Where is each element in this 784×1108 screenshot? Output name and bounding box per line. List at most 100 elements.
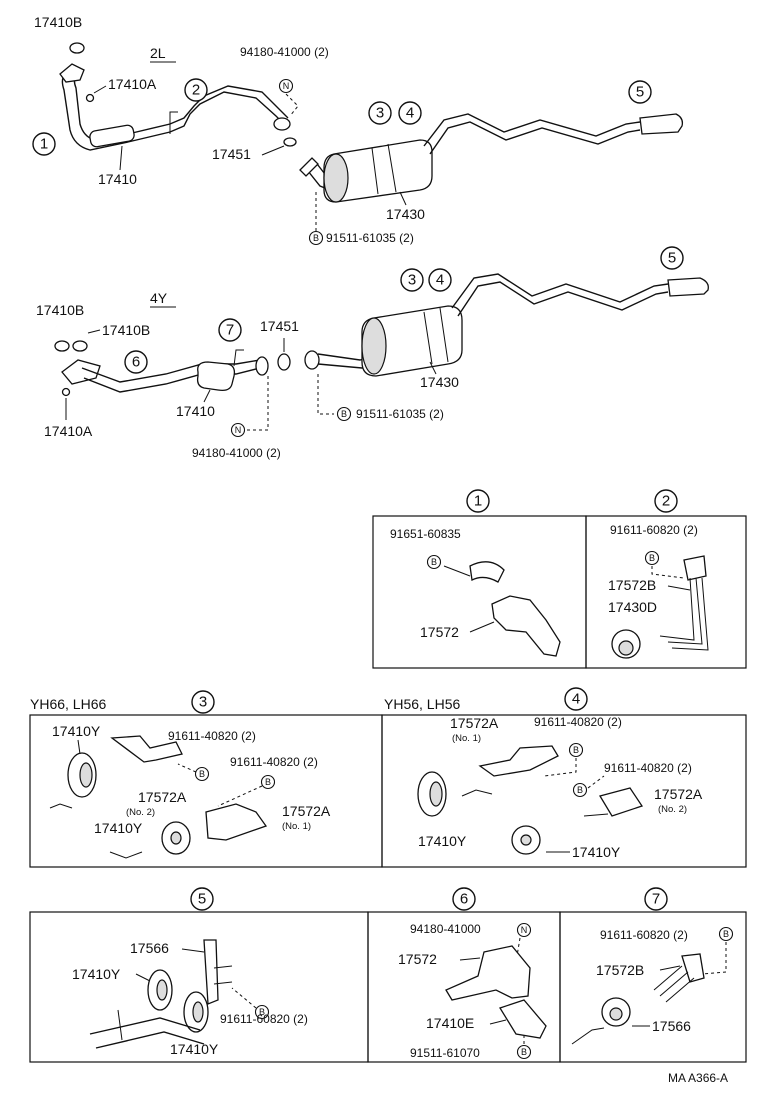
front-pipe-top [61, 73, 285, 151]
drawing-code: MA A366-A [668, 1071, 728, 1085]
nut-17410a-mid [61, 387, 71, 397]
callout-4-top[interactable]: 4 [398, 101, 422, 125]
svg-text:1: 1 [40, 136, 48, 153]
callout-5-top[interactable]: 5 [628, 80, 652, 104]
label-91611-d7: 91611-60820 (2) [600, 928, 688, 942]
bracket-d4-no2 [598, 787, 644, 817]
models-d4: YH56, LH56 [384, 696, 460, 712]
svg-text:6: 6 [132, 354, 140, 371]
bracket-d7 [681, 953, 705, 983]
label-17410y-d3-a: 17410Y [52, 723, 101, 739]
tail-tip-top [639, 113, 684, 135]
label-17430d-d2: 17430D [608, 599, 657, 615]
detail-3: 17410Y 91611-40820 (2) B 17572A (No. 2) … [49, 723, 331, 859]
callout-4-detail[interactable]: 4 [564, 687, 588, 711]
callout-6-mid[interactable]: 6 [124, 350, 148, 374]
svg-text:B: B [265, 777, 271, 787]
label-91611-d5: 91611-60820 (2) [220, 1012, 308, 1026]
detail-box-4 [381, 714, 747, 868]
callout-3-detail[interactable]: 3 [191, 690, 215, 714]
bolt-mark-d2 [644, 550, 660, 566]
label-94180-d6: 94180-41000 [410, 922, 481, 936]
detail-box-2 [585, 515, 747, 669]
detail-2: 91611-60820 (2) B 17572B 17430D [608, 523, 709, 659]
label-no1-d4: (No. 1) [452, 733, 481, 744]
label-17572a-d3-no1: 17572A [282, 803, 331, 819]
label-17410y-d5-a: 17410Y [72, 966, 121, 982]
label-17430-top: 17430 [386, 206, 425, 222]
svg-text:5: 5 [198, 891, 206, 908]
bolt-mark-d6 [516, 1044, 532, 1060]
label-17572-d6: 17572 [398, 951, 437, 967]
svg-text:4: 4 [572, 691, 580, 708]
svg-text:3: 3 [376, 105, 384, 122]
pre-muffler-top [89, 124, 135, 148]
label-17572b-d2: 17572B [608, 577, 656, 593]
label-17572b-d7: 17572B [596, 962, 644, 978]
svg-text:B: B [521, 1047, 527, 1057]
label-17410y-d4-b: 17410Y [572, 844, 621, 860]
clamp-d1 [469, 561, 505, 583]
label-no1-d3: (No. 1) [282, 821, 311, 832]
bolt-mark-mid [336, 406, 352, 422]
svg-text:7: 7 [226, 322, 234, 339]
bolt-mark-d4-a [568, 742, 584, 758]
callout-3-mid[interactable]: 3 [400, 268, 424, 292]
svg-text:2: 2 [192, 82, 200, 99]
label-91611-d4-b: 91611-40820 (2) [604, 761, 692, 775]
label-17572-d1: 17572 [420, 624, 459, 640]
gasket-17410b-top [69, 42, 85, 54]
svg-text:B: B [649, 553, 655, 563]
label-91611-d2: 91611-60820 (2) [610, 523, 698, 537]
gasket-17410b-mid-a [54, 340, 70, 352]
models-d3: YH66, LH66 [30, 696, 106, 712]
bolt-mark-d3-a [194, 766, 210, 782]
svg-text:3: 3 [199, 694, 207, 711]
bracket-d1 [491, 595, 561, 657]
tail-tip-mid [667, 277, 709, 297]
label-17410y-d5-b: 17410Y [170, 1041, 219, 1057]
svg-text:N: N [235, 425, 242, 435]
support-d6 [499, 999, 547, 1039]
callout-6-detail[interactable]: 6 [452, 887, 476, 911]
label-17410b-mid-b: 17410B [102, 322, 150, 338]
label-17572a-d4-no2: 17572A [654, 786, 703, 802]
callout-1-detail[interactable]: 1 [466, 489, 490, 513]
gasket-17451-top [283, 137, 297, 147]
detail-6: 94180-41000 N 17572 17410E 91511-61070 B [398, 922, 547, 1060]
label-17410y-d3-b: 17410Y [94, 820, 143, 836]
main-muffler-top [323, 139, 433, 203]
callout-1-top[interactable]: 1 [32, 132, 56, 156]
svg-text:B: B [341, 409, 347, 419]
svg-text:N: N [521, 925, 528, 935]
svg-text:1: 1 [474, 493, 482, 510]
callout-7-detail[interactable]: 7 [644, 887, 668, 911]
callout-4-mid[interactable]: 4 [428, 268, 452, 292]
svg-text:4: 4 [406, 105, 414, 122]
bolt-mark-d5 [254, 1004, 270, 1020]
label-17410-top: 17410 [98, 171, 137, 187]
callout-5-mid[interactable]: 5 [660, 246, 684, 270]
label-17566-d5: 17566 [130, 940, 169, 956]
label-no2-d4: (No. 2) [658, 804, 687, 815]
label-17410-mid: 17410 [176, 403, 215, 419]
svg-text:B: B [313, 233, 319, 243]
callout-2-top[interactable]: 2 [184, 78, 208, 102]
callout-3-top[interactable]: 3 [368, 101, 392, 125]
pipe-end-top [273, 117, 291, 131]
callout-2-detail[interactable]: 2 [654, 489, 678, 513]
callout-7-mid[interactable]: 7 [218, 318, 242, 342]
label-94180-top: 94180-41000 (2) [240, 45, 329, 59]
svg-text:3: 3 [408, 272, 416, 289]
detail-5: 17566 17410Y B 91611-60820 (2) 17410Y [72, 939, 308, 1057]
label-91511-d6: 91511-61070 [410, 1046, 480, 1060]
svg-text:B: B [259, 1007, 265, 1017]
callout-5-detail[interactable]: 5 [190, 887, 214, 911]
bolt-mark-d4-b [572, 782, 588, 798]
svg-text:B: B [431, 557, 437, 567]
label-17410a-top: 17410A [108, 76, 157, 92]
bolt-mark-d7 [718, 926, 734, 942]
label-91651-d1: 91651-60835 [390, 527, 461, 541]
label-17451-top: 17451 [212, 146, 251, 162]
label-17410e-d6: 17410E [426, 1015, 474, 1031]
